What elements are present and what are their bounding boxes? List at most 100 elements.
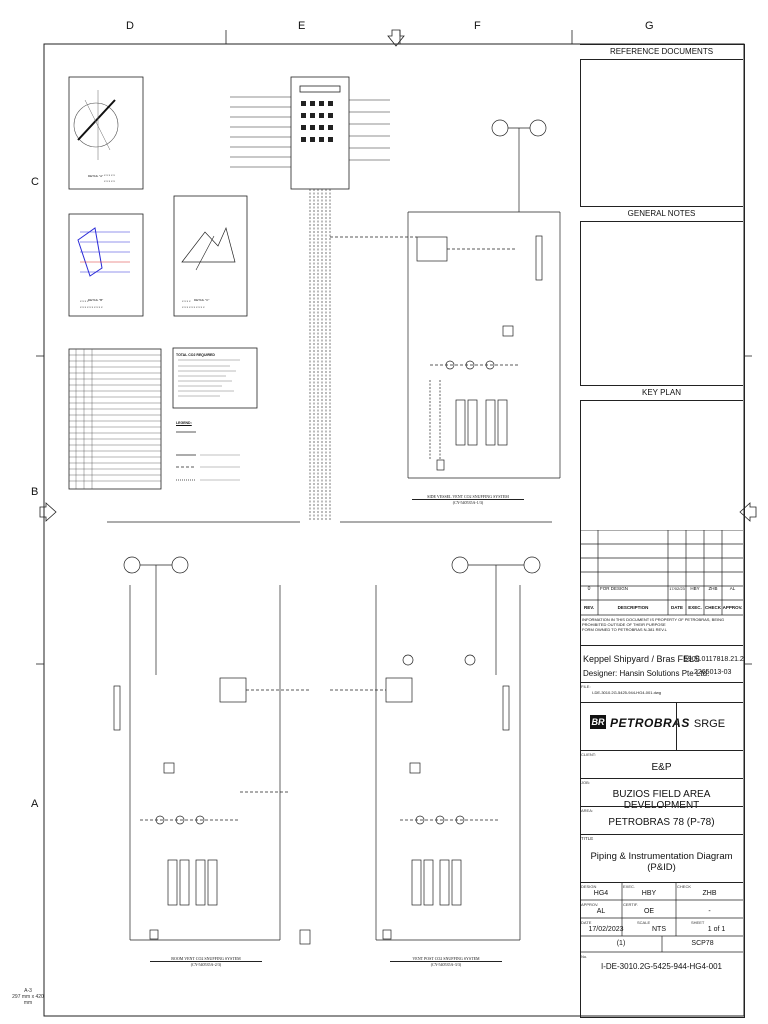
- client-value: E&P: [651, 762, 672, 773]
- detail-c-label: DETAIL "C": [194, 298, 210, 302]
- detail-b-label: DETAIL "B": [88, 298, 104, 302]
- detail-sketch-b: x x x x x x x x x x x x x x: [68, 213, 144, 317]
- rev-col-header: REV.: [583, 605, 595, 610]
- sheet-value: 1 of 1: [707, 926, 726, 933]
- rev-approv: AL: [729, 586, 736, 591]
- design-value: HG4: [593, 890, 609, 897]
- contract-number: 5900.0117818.21.2: [684, 656, 744, 663]
- disclaimer: INFORMATION IN THIS DOCUMENT IS PROPERTY…: [582, 617, 725, 632]
- date-col-header: DATE: [671, 605, 683, 610]
- description-col-header: DESCRIPTION: [617, 605, 649, 610]
- side-vessel-vent-system: [330, 119, 561, 479]
- svg-text:x x x x x: x x x x x: [104, 173, 115, 177]
- cert-value: OE: [643, 908, 655, 915]
- centering-arrow-icon: [739, 502, 757, 522]
- approv-col-header: APPROV.: [722, 605, 743, 610]
- zone-letter-b: B: [31, 486, 39, 498]
- divider: [580, 806, 743, 807]
- designer-name: Designer: Hansin Solutions Pte Ltd.: [583, 669, 710, 678]
- svg-text:x x x x x: x x x x x: [104, 179, 115, 183]
- design-label: DESIGN: [581, 884, 597, 889]
- date-label: DATE: [581, 920, 592, 925]
- file-label: FILE:: [581, 684, 591, 689]
- zone-letter-d: D: [126, 20, 134, 32]
- svg-text:x x x x: x x x x: [80, 299, 89, 303]
- approv-label: APPROV.: [581, 902, 599, 907]
- divider: [580, 834, 743, 835]
- zone-letter-a: A: [31, 798, 39, 810]
- revision-header-row: REV. DESCRIPTION DATE EXEC. CHECK APPROV…: [580, 600, 743, 615]
- file-name: I-DE-3010.2G-5425-944-HG4-001.dwg: [592, 690, 661, 695]
- area-value: PETROBRAS 78 (P-78): [608, 817, 715, 828]
- legend-title: LEGEND:: [176, 421, 192, 425]
- caption-bottom-left: BOOM VENT CO2 SNUFFING SYSTEM (CY-540535…: [150, 956, 262, 967]
- rev-by: HBY: [690, 586, 700, 591]
- key-plan-header: KEY PLAN: [580, 385, 743, 401]
- job-label: JOB:: [581, 780, 590, 785]
- svg-text:x x x x x x x x x x: x x x x x x x x x x: [182, 305, 205, 309]
- check-col-header: CHECK: [704, 605, 721, 610]
- sheet-size-note: A-3 297 mm x 420 mm: [12, 988, 44, 1006]
- zone-letter-c: C: [31, 176, 39, 188]
- zone-letter-f: F: [474, 20, 481, 32]
- divider: [580, 645, 743, 646]
- divider: [580, 778, 743, 779]
- caption-bottom-right: VENT POST CO2 SNUFFING SYSTEM (CY-540535…: [390, 956, 502, 967]
- contractor-name: Keppel Shipyard / Bras FELS: [583, 654, 701, 664]
- rev-date: 17/02/23: [669, 586, 685, 591]
- exec-col-header: EXEC.: [688, 605, 702, 610]
- boom-vent-system: [113, 556, 311, 945]
- centering-arrow-icon: [387, 29, 405, 47]
- divider: [580, 682, 743, 683]
- rev-check: ZHB: [708, 586, 718, 591]
- company-name: PETROBRAS: [610, 716, 690, 730]
- check-label: CHECK: [677, 884, 692, 889]
- caption-top-right: SIDE VESSEL VENT CO2 SNUFFING SYSTEM (CY…: [412, 494, 524, 505]
- detail-a-label: DETAIL "A": [88, 174, 104, 178]
- vent-post-system: [330, 556, 541, 941]
- detail-sketch-c: x x x x x x x x x x x x x x: [173, 195, 248, 317]
- cylinder-schedule-table: [68, 348, 162, 490]
- sheet-label: SHEET: [691, 920, 705, 925]
- svg-text:x x x x: x x x x: [182, 299, 191, 303]
- check-value: ZHB: [702, 890, 717, 897]
- signature-grid: [580, 882, 743, 953]
- co2-control-panel: [230, 76, 390, 520]
- svg-text:x x x x x x x x x x: x x x x x x x x x x: [80, 305, 103, 309]
- program-code: SRGE: [693, 718, 726, 730]
- divider: [580, 882, 743, 883]
- exec-label: EXEC.: [623, 884, 636, 889]
- rev-description: FOR DESIGN: [600, 586, 629, 591]
- design-number: 2265013-03: [694, 669, 732, 676]
- reference-documents-header: REFERENCE DOCUMENTS: [580, 44, 743, 60]
- doc-no-label: No.: [581, 954, 588, 959]
- scale-value: NTS: [652, 926, 666, 933]
- divider: [580, 750, 743, 751]
- legend-box: [176, 431, 240, 481]
- title-label: TITLE: [581, 836, 594, 841]
- petrobras-logo-icon: BR: [590, 715, 606, 729]
- index-value: (1): [616, 940, 626, 947]
- system-code: SCP78: [691, 940, 714, 947]
- document-number: I-DE-3010.2G-5425-944-HG4-001: [601, 962, 722, 971]
- cert-label: CERTIF.: [623, 902, 639, 907]
- client-label: CLIENT:: [581, 752, 596, 757]
- divider: [676, 702, 677, 750]
- drawing-title: Piping & Instrumentation Diagram (P&ID): [590, 851, 733, 873]
- general-notes-header: GENERAL NOTES: [580, 206, 743, 222]
- revision-grid: [580, 530, 743, 616]
- zone-letter-e: E: [298, 20, 306, 32]
- rev-number: 0: [587, 586, 591, 592]
- notes-box: [172, 347, 258, 409]
- approv-value: AL: [596, 908, 606, 915]
- scale-label: SCALE: [637, 920, 651, 925]
- detail-sketch-a: x x x x x x x x x x: [68, 76, 144, 190]
- area-label: AREA:: [581, 808, 594, 813]
- exec-value: HBY: [641, 890, 657, 897]
- zone-letter-g: G: [645, 20, 654, 32]
- blank-cert-value: -: [708, 908, 711, 915]
- centering-arrow-icon: [39, 502, 57, 522]
- divider: [580, 702, 743, 703]
- job-value: BUZIOS FIELD AREA DEVELOPMENT: [612, 789, 711, 811]
